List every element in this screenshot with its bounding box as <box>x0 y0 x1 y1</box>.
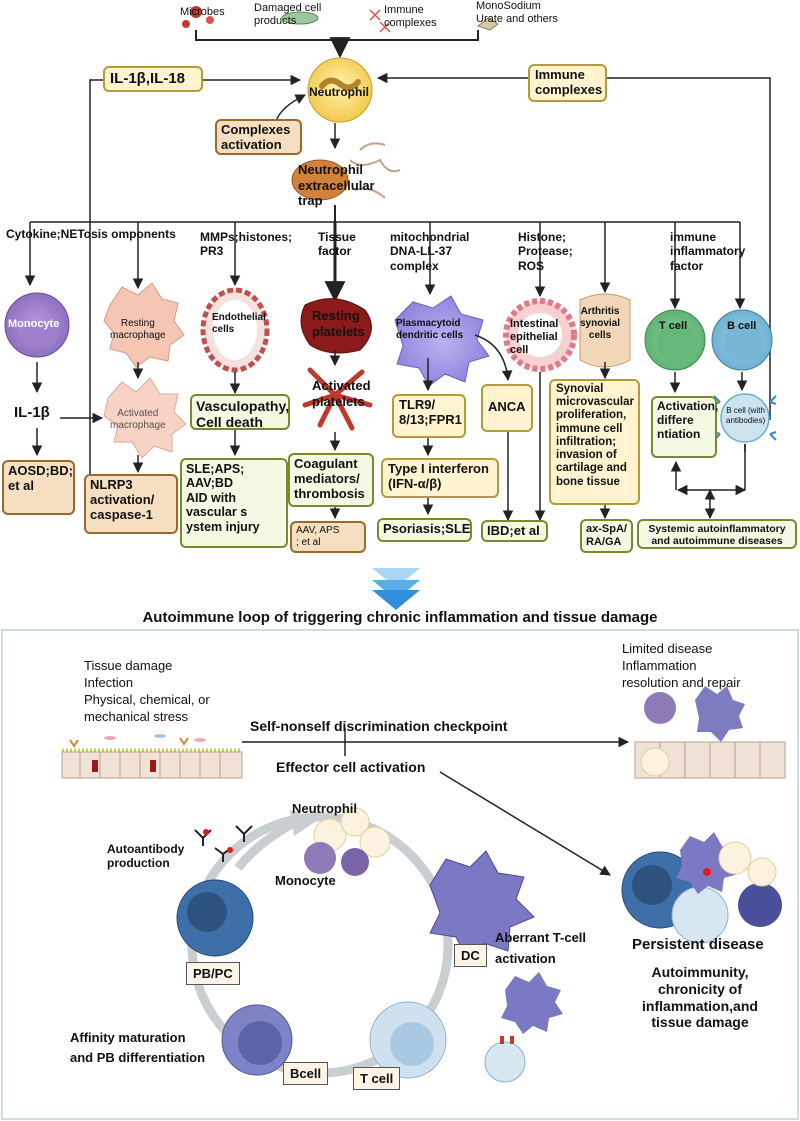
coagulant-box: Coagulant mediators/ thrombosis <box>288 453 374 507</box>
pbpc-box: PB/PC <box>186 962 240 985</box>
psoriasis-box: Psoriasis;SLE <box>377 518 472 542</box>
branch-cytokine: Cytokine;NETosis omponents <box>6 227 176 241</box>
affinity-label: Affinity maturation and PB differentiati… <box>70 1030 206 1065</box>
pdc-label: Plasmacytoid dendritic cells <box>396 318 464 341</box>
activated-macrophage-label: Activated macrophage <box>110 408 166 431</box>
aosd-box: AOSD;BD; et al <box>2 460 75 515</box>
bottom-neutrophil-label: Neutrophil <box>292 801 357 816</box>
immune-complexes-box: Immune complexes <box>528 64 607 102</box>
intestinal-epithelial-icon <box>503 298 577 372</box>
b-cell-label: B cell <box>727 320 757 332</box>
activated-macrophage-icon <box>103 377 187 459</box>
aav-aps-box: AAV, APS ; et al <box>290 521 366 553</box>
pbpc-icon <box>176 879 254 957</box>
limited-disease-label: Limited disease Inflammation resolution … <box>622 641 741 690</box>
sle-aps-box: SLE;APS; AAV;BD AID with vascular s yste… <box>180 458 288 548</box>
activated-platelets-label: Activated platelets <box>312 378 371 409</box>
ibd-box: IBD;et al <box>481 520 548 542</box>
net-label: Neutrophil extracellular trap <box>298 162 375 209</box>
t-cell-ring-icon <box>369 1001 447 1079</box>
branch-mito: mitochondrial DNA-LL-37 complex <box>390 230 470 273</box>
immune-complexes-top-label: Immune complexes <box>384 4 437 30</box>
neutrophil-cell-icon <box>307 57 373 123</box>
resolved-tissue-icon <box>634 686 786 779</box>
arthritis-synovial-icon <box>579 293 631 368</box>
activated-platelets-icon <box>302 367 373 431</box>
activation-box: Activation, differe ntiation <box>651 396 718 458</box>
tlr-box: TLR9/ 8/13;FPR1 <box>392 394 466 438</box>
nlrp3-box: NLRP3 activation/ caspase-1 <box>84 474 178 534</box>
persistent-disease-label: Persistent disease <box>632 936 764 953</box>
monocyte-label: Monocyte <box>8 318 60 330</box>
resting-platelets-icon <box>300 298 372 354</box>
branch-immune-inflammatory: immune inflammatory factor <box>670 230 746 273</box>
bcell-box: Bcell <box>283 1062 329 1085</box>
t-cell-label: T cell <box>659 320 688 332</box>
triggers-label: Tissue damage Infection Physical, chemic… <box>84 658 210 724</box>
resting-macrophage-icon <box>103 282 185 368</box>
synovial-box: Synovial microvascular proliferation, im… <box>549 379 640 505</box>
anca-box: ANCA <box>481 384 533 432</box>
t-cell-icon <box>644 309 706 371</box>
neutrophil-cluster-icon <box>304 807 391 876</box>
il1b-label: IL-1β <box>14 404 50 421</box>
bottom-panel-frame <box>1 629 799 1120</box>
tissue-epithelium-icon <box>61 734 243 779</box>
complexes-activation-box: Complexes activation <box>215 119 302 155</box>
down-chevron-icon <box>372 568 420 610</box>
autoantibody-icon <box>194 825 253 862</box>
axspa-box: ax-SpA/ RA/GA <box>580 519 633 553</box>
monocyte-icon <box>4 292 70 358</box>
vasculopathy-box: Vasculopathy, Cell death <box>190 394 290 430</box>
plasmacytoid-dc-icon <box>394 295 490 387</box>
autoantibody-label: Autoantibody production <box>107 842 185 871</box>
loop-title: Autoimmune loop of triggering chronic in… <box>142 609 658 626</box>
autoimmunity-label: Autoimmunity, chronicity of inflammation… <box>642 964 758 1031</box>
arthritis-label: Arthritis synovial cells <box>580 306 621 341</box>
bottom-monocyte-label: Monocyte <box>275 873 336 888</box>
microbes-label: Microbes <box>180 6 225 18</box>
type1-interferon-box: Type I interferon (IFN-α/β) <box>381 458 499 498</box>
branch-tissue-factor: Tissue factor <box>318 230 356 259</box>
net-icon <box>291 142 401 201</box>
monosodium-label: MonoSodium Urate and others <box>476 0 558 26</box>
resting-platelets-label: Resting platelets <box>312 308 365 339</box>
tcell-box: T cell <box>353 1067 401 1090</box>
persistent-disease-cluster-icon <box>621 832 782 944</box>
aberrant-tcell-icon <box>484 972 563 1083</box>
resting-macrophage-label: Resting macrophage <box>110 318 166 341</box>
b-cell-icon <box>711 309 773 371</box>
aberrant-label: Aberrant T-cell activation <box>495 930 587 966</box>
b-cell-antibodies-label: B cell (with antibodies) <box>726 406 766 425</box>
neutrophil-label: Neutrophil <box>309 85 369 99</box>
damaged-cell-label: Damaged cell products <box>254 2 322 28</box>
dc-box: DC <box>454 944 487 967</box>
branch-mmps: MMPs;histones; PR3 <box>200 230 293 259</box>
systemic-box: Systemic autoinflammatory and autoimmune… <box>637 519 797 549</box>
endothelial-label: Endothelial cells <box>212 312 266 335</box>
top-triggers <box>182 6 499 33</box>
checkpoint-label: Self-nonself discrimination checkpoint <box>250 718 508 734</box>
intestinal-label: Intestinal epithelial cell <box>510 318 559 357</box>
effector-label: Effector cell activation <box>276 759 426 775</box>
il1b-il18-box: IL-1β,IL-18 <box>103 66 203 92</box>
branch-histone: Histone; Protease; ROS <box>518 230 573 273</box>
b-cell-ring-icon <box>221 1004 293 1076</box>
dc-icon <box>429 850 535 958</box>
endothelial-cells-icon <box>200 287 270 373</box>
